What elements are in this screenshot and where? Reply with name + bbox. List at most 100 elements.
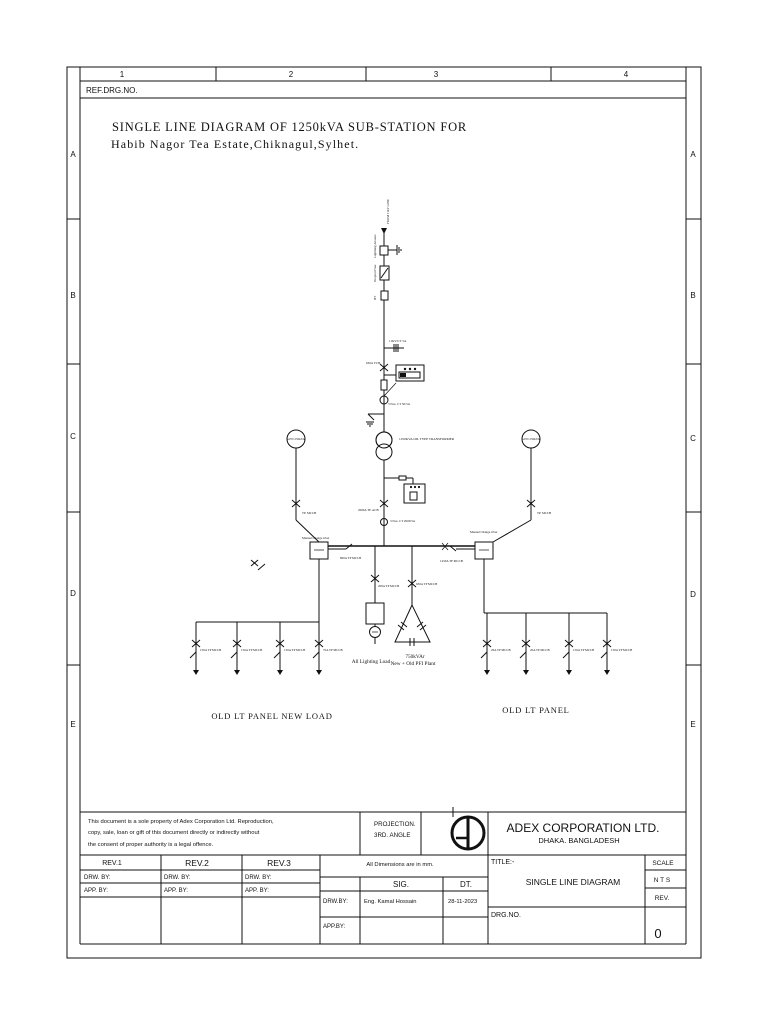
lighting-load-label: All Lighting Load	[352, 659, 391, 665]
lighting-load-text: All Lighting Load	[352, 659, 391, 665]
notice-line-2: copy, sale, loan or gift of this documen…	[88, 830, 260, 836]
rev3-app-by: APP. BY:	[245, 888, 269, 894]
left-feeder-1: 150A TP MCCB	[189, 622, 221, 675]
row-e-right: E	[690, 720, 695, 729]
ht-isolator-symbol: HT	[373, 290, 389, 301]
row-a-right: A	[690, 150, 696, 159]
gen-left-mccb-label: TP. MCCB	[302, 511, 316, 515]
transformer-label: 1250KVA OIL TYPE TRANSFORMER	[399, 437, 455, 441]
left-feeder-4-label: 70A TP MCCB	[323, 648, 343, 652]
left-feeder-2-label: 150A TP MCCB	[241, 648, 262, 652]
ht-ct-symbol: 11KV/CT 5A	[384, 339, 407, 352]
generator-right: GEN 250kVA TP. MCCB	[492, 429, 551, 543]
changeover-right: Manual Change Over 1250A TP MCCB	[440, 530, 498, 563]
mccb-1250-label: 1250A TP MCCB	[440, 559, 463, 563]
lightning-arrester-symbol: Lightning Arrester	[373, 233, 402, 258]
rev1-head: REV.1	[102, 860, 122, 867]
projection-label: PROJECTION.	[374, 821, 416, 828]
ht-label: HT	[373, 296, 377, 300]
old-lt-new-load-label: OLD LT PANEL NEW LOAD	[211, 711, 332, 721]
right-feeder-4: 150A TP MCCB	[600, 613, 632, 675]
earth-switch	[366, 413, 384, 427]
rev-value: 0	[654, 926, 661, 941]
changeover-left-label: Manual Change Over	[302, 536, 330, 540]
row-a-left: A	[70, 150, 76, 159]
acb-label: 2000A TP. ACB	[358, 508, 379, 512]
rev3-head: REV.3	[267, 858, 291, 868]
column-markers: 1 2 3 4	[120, 70, 629, 79]
left-feeder-3: 150A TP MCCB	[273, 622, 305, 675]
right-feeder-1: 20A TP MCCB	[480, 613, 511, 675]
vcb-symbol: 630A VCB	[366, 361, 389, 372]
col-3: 3	[434, 70, 439, 79]
left-feeder-4: 70A TP MCCB	[312, 622, 343, 675]
drw-by-label: DRW.BY:	[323, 899, 348, 905]
ref-drg-no: REF.DRG.NO.	[86, 86, 138, 95]
row-d-right: D	[690, 590, 696, 599]
title-block	[79, 807, 687, 945]
lt-meter-panel	[384, 475, 426, 504]
ht-feeder: FROM 11kV LINE	[381, 199, 390, 465]
main-acb-symbol: 2000A TP. ACB	[358, 499, 389, 512]
row-c-left: C	[70, 432, 76, 441]
sig-head: SIG.	[393, 880, 409, 889]
ht-relay-panel	[384, 364, 425, 382]
col-1: 1	[120, 70, 125, 79]
pfi-kvar-label: 750kVAr	[405, 654, 425, 660]
drawing-title: SINGLE LINE DIAGRAM	[526, 877, 620, 887]
company-city: DHAKA. BANGLADESH	[538, 836, 619, 845]
right-feeder-3-label: 150A TP MCCB	[573, 648, 594, 652]
row-c-right: C	[690, 434, 696, 443]
mccb-630-label: 630A TP MCCB	[416, 582, 437, 586]
title-cell: TITLE:- SINGLE LINE DIAGRAM SCALE N T S …	[491, 859, 674, 941]
rev2-drw-by: DRW. BY:	[164, 875, 191, 881]
notice-line-1: This document is a sole property of Adex…	[88, 819, 274, 825]
dropout-label: Dropout Fuse	[373, 264, 377, 282]
col-2: 2	[289, 70, 294, 79]
lighting-load-branch: 200A TP MCCB All Lighting Load	[352, 546, 399, 665]
left-feeder-1-label: 150A TP MCCB	[200, 648, 221, 652]
left-feeder-3-label: 150A TP MCCB	[284, 648, 305, 652]
old-lt-panel-label: OLD LT PANEL	[502, 705, 569, 715]
mccb-200-label: 200A TP MCCB	[378, 584, 399, 588]
rev1-drw-by: DRW. BY:	[84, 875, 111, 881]
notice-line-3: the consent of proper authority is a leg…	[88, 842, 214, 848]
mccb-800-label: 800A TP MCCB	[340, 556, 361, 560]
diagram-subtitle: Habib Nagor Tea Estate,Chiknagul,Sylhet.	[111, 137, 359, 151]
ht-ct-label: 11KV/CT 5A	[389, 339, 407, 343]
right-feeder-3: 150A TP MCCB	[562, 613, 594, 675]
row-markers-left: A B C D E	[70, 150, 76, 729]
changeover-left: Manual Change Over 800A TP MCCB	[302, 536, 366, 560]
revision-table: REV.1 REV.2 REV.3 DRW. BY: DRW. BY: DRW.…	[84, 858, 291, 894]
scale-value: N T S	[654, 877, 671, 884]
title-label: TITLE:-	[491, 859, 515, 866]
row-b-left: B	[70, 291, 75, 300]
drg-no-label: DRG.NO.	[491, 912, 521, 919]
right-feeder-1-label: 20A TP MCCB	[491, 648, 511, 652]
rev-label: REV.	[655, 895, 670, 902]
generator-left: GEN 250kVA TP. MCCB	[286, 429, 320, 543]
pfi-plant-branch: 630A TP MCCB 750kVAr New + Old PFI Plant	[391, 546, 437, 667]
drw-date: 28-11-2023	[448, 899, 477, 905]
spare-breaker-symbol	[250, 559, 266, 571]
transformer-symbol: 1250KVA OIL TYPE TRANSFORMER	[375, 431, 455, 461]
projection-angle: 3RD. ANGLE	[374, 832, 410, 839]
pfi-plant-label: New + Old PFI Plant	[391, 661, 436, 667]
gen-right-mccb-label: TP. MCCB	[537, 511, 551, 515]
vcb-label: 630A VCB	[366, 361, 380, 365]
gen-left-label: GEN 250kVA	[287, 437, 306, 441]
row-markers-right: A B C D E	[690, 150, 696, 729]
ht-ct-ring: 3 Nos. CT 50/5A	[379, 379, 411, 406]
dt-head: DT.	[460, 880, 472, 889]
col-4: 4	[624, 70, 629, 79]
changeover-right-label: Manual Change Over	[470, 530, 498, 534]
rev3-drw-by: DRW. BY:	[245, 875, 272, 881]
gen-right-label: GEN 250kVA	[522, 437, 541, 441]
right-feeder-group: 20A TP MCCB 20A TP MCCB 150A TP MCCB 150…	[480, 559, 632, 675]
left-feeder-2: 150A TP MCCB	[230, 622, 262, 675]
lt-ct-symbol: 3 Nos. CT 2000/5A	[380, 518, 416, 526]
app-by-label: APP.BY:	[323, 924, 346, 930]
row-d-left: D	[70, 589, 76, 598]
right-feeder-2: 20A TP MCCB	[519, 613, 550, 675]
